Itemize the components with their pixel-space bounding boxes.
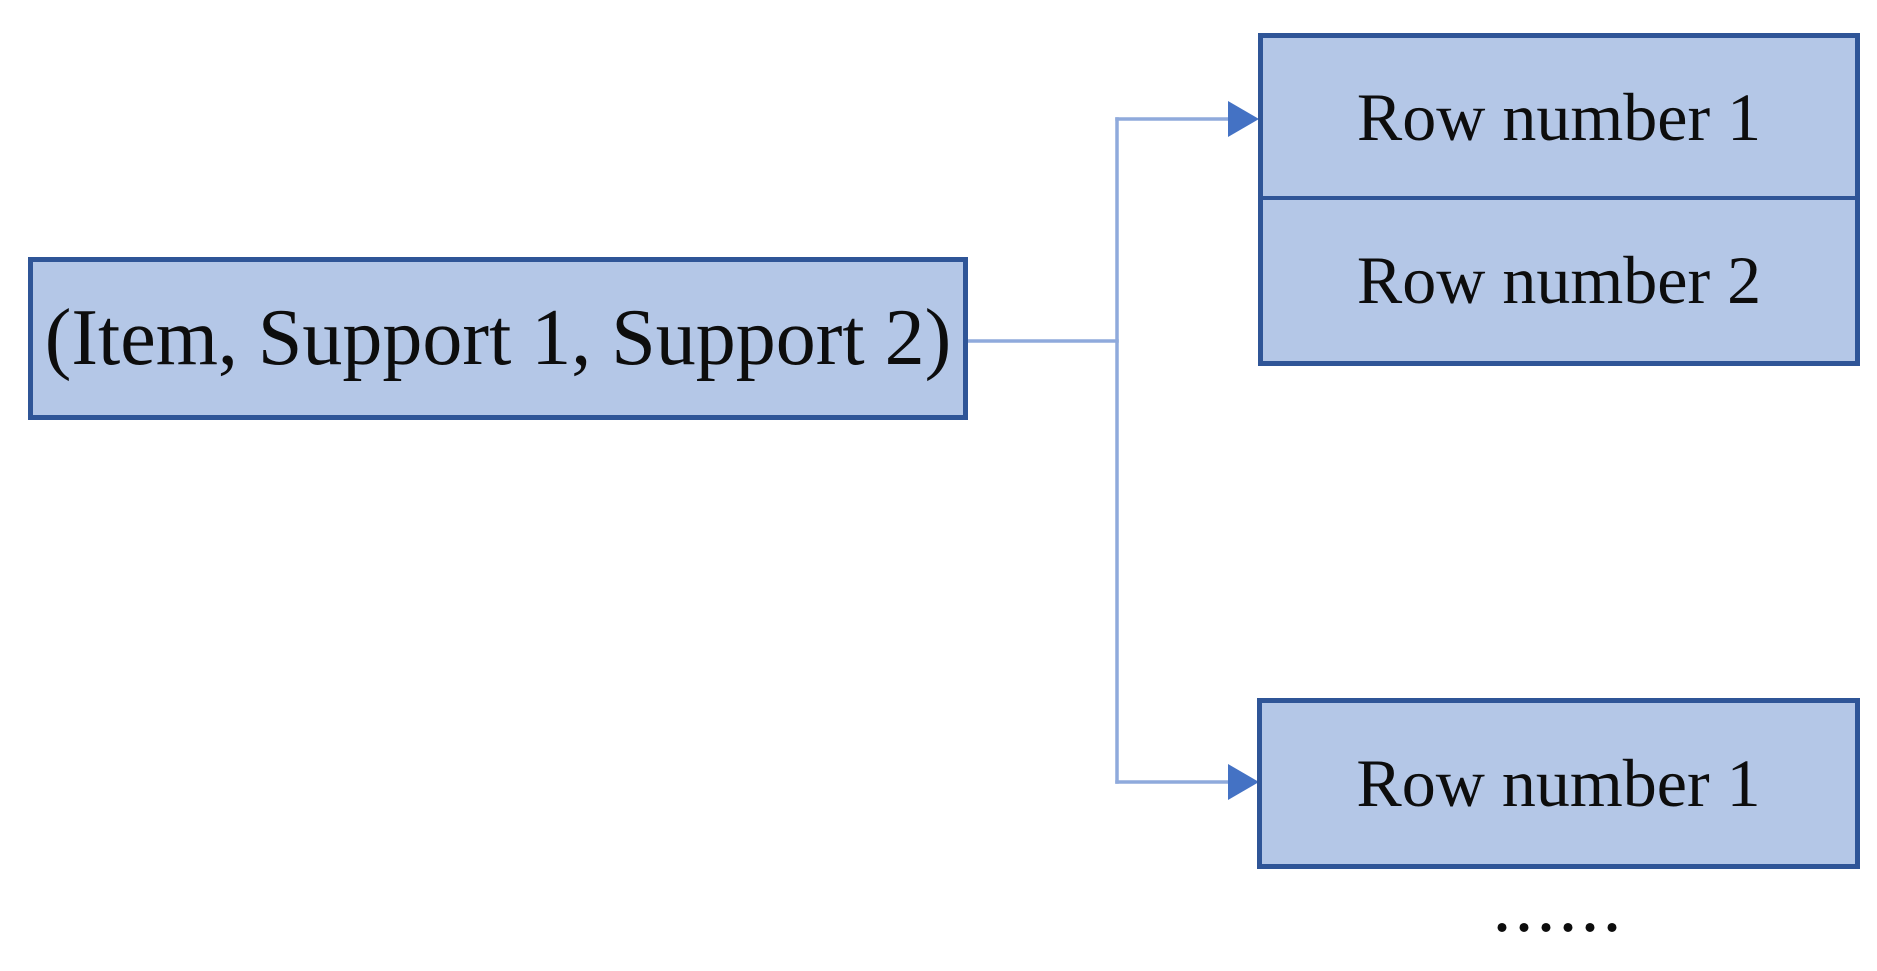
- row-number-1-bottom-label: Row number 1: [1356, 745, 1761, 821]
- source-tuple-label: (Item, Support 1, Support 2): [44, 294, 952, 382]
- row-group-top: Row number 1 Row number 2: [1258, 33, 1860, 366]
- row-number-1-top-box: Row number 1: [1263, 38, 1855, 196]
- row-number-1-bottom-box: Row number 1: [1257, 698, 1860, 869]
- continuation-ellipsis: ......: [1492, 864, 1625, 948]
- row-number-2-label: Row number 2: [1356, 242, 1762, 318]
- row-number-2-box: Row number 2: [1263, 196, 1855, 361]
- row-number-1-top-label: Row number 1: [1356, 78, 1762, 155]
- arrowhead-top-icon: [1228, 101, 1259, 137]
- source-tuple-box: (Item, Support 1, Support 2): [28, 257, 968, 420]
- arrowhead-bottom-icon: [1228, 764, 1259, 800]
